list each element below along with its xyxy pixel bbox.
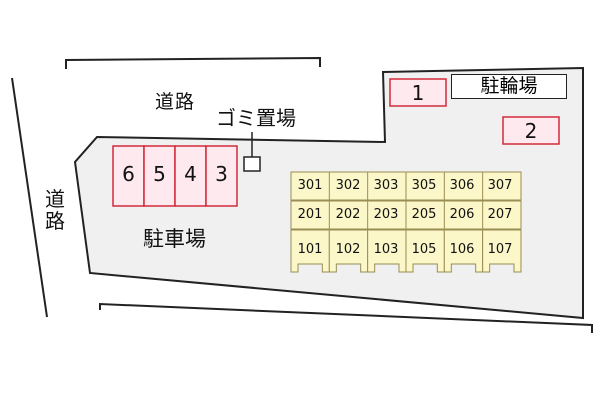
room-number: 305 <box>411 178 437 193</box>
parking-stall-2 <box>502 116 560 145</box>
parking-stall <box>205 145 238 207</box>
room-number: 106 <box>449 242 475 257</box>
room-number: 103 <box>373 242 399 257</box>
road-label-top: 道路 <box>155 91 196 113</box>
stall-number: 5 <box>153 162 166 186</box>
room-number: 202 <box>335 207 361 222</box>
garbage-station-label: ゴミ置場 <box>216 106 296 130</box>
stall-number: 6 <box>122 162 135 186</box>
room-number: 102 <box>335 242 361 257</box>
room-number: 101 <box>297 242 323 257</box>
parking-stall-1 <box>389 78 447 107</box>
parking-stall-group <box>112 145 238 207</box>
room-number: 107 <box>487 242 513 257</box>
parking-label: 駐車場 <box>143 227 206 251</box>
room-number: 105 <box>411 242 437 257</box>
garbage-station <box>243 156 261 172</box>
parking-stall <box>174 145 207 207</box>
room-number: 205 <box>411 207 437 222</box>
stall-number: 2 <box>524 119 538 143</box>
stall-number: 1 <box>411 81 425 105</box>
room-number: 201 <box>297 207 323 222</box>
ground-floor-units <box>290 229 522 273</box>
room-number: 307 <box>487 178 513 193</box>
room-number: 207 <box>487 207 513 222</box>
room-number: 206 <box>449 207 475 222</box>
room-number: 306 <box>449 178 475 193</box>
room-number: 303 <box>373 178 399 193</box>
stall-number: 4 <box>184 162 197 186</box>
road-edge-left <box>11 77 48 318</box>
road-edge-bottom <box>99 302 593 333</box>
stall-number: 3 <box>215 162 228 186</box>
road-edge-top <box>65 56 321 69</box>
bicycle-parking-label: 駐輪場 <box>451 74 567 99</box>
road-label-left: 道路 <box>45 187 65 233</box>
parking-stall <box>112 145 145 207</box>
room-number: 302 <box>335 178 361 193</box>
ground-floor-unit <box>482 229 522 273</box>
room-number: 301 <box>297 178 323 193</box>
room-number: 203 <box>373 207 399 222</box>
